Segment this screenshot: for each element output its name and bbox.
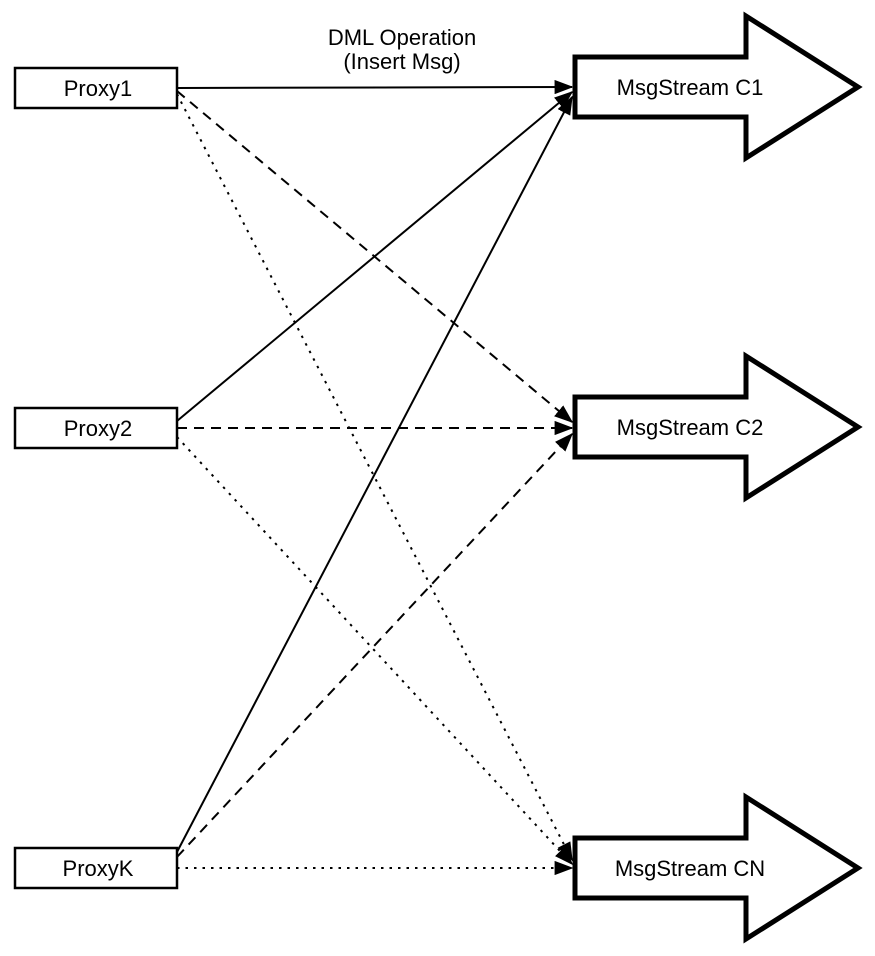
msgstream-cn-label: MsgStream CN xyxy=(615,856,765,881)
proxy2-box xyxy=(13,406,179,450)
msgstream-c1-node: MsgStream C1 xyxy=(572,11,863,163)
proxyk-label: ProxyK xyxy=(63,856,134,881)
edge-proxy2-to-msgstream-c1 xyxy=(176,90,574,422)
proxy2-node: Proxy2 xyxy=(13,406,179,450)
msgstream-cn-node: MsgStream CN xyxy=(572,792,863,944)
proxyk-node: ProxyK xyxy=(13,846,179,890)
diagram-title-line1: DML Operation xyxy=(328,25,476,50)
proxy2-label: Proxy2 xyxy=(64,416,132,441)
edge-proxyk-to-msgstream-c2 xyxy=(176,432,574,858)
msgstream-c2-node: MsgStream C2 xyxy=(572,351,863,503)
proxy1-label: Proxy1 xyxy=(64,76,132,101)
proxyk-box xyxy=(13,846,179,890)
msgstream-c1-label: MsgStream C1 xyxy=(617,75,764,100)
msgstream-cn-arrow xyxy=(572,792,863,944)
diagram-title-line2: (Insert Msg) xyxy=(343,49,460,74)
msgstream-c2-arrow xyxy=(572,351,863,503)
proxy1-node: Proxy1 xyxy=(13,66,179,110)
msgstream-c1-arrow xyxy=(572,11,863,163)
edge-proxy1-to-msgstream-c1 xyxy=(176,79,574,95)
edge-proxy2-to-msgstream-cn xyxy=(176,436,574,866)
connection-edges xyxy=(176,79,574,876)
msgstream-c2-label: MsgStream C2 xyxy=(617,415,764,440)
edge-proxyk-to-msgstream-c1 xyxy=(176,95,573,853)
proxy1-box xyxy=(13,66,179,110)
